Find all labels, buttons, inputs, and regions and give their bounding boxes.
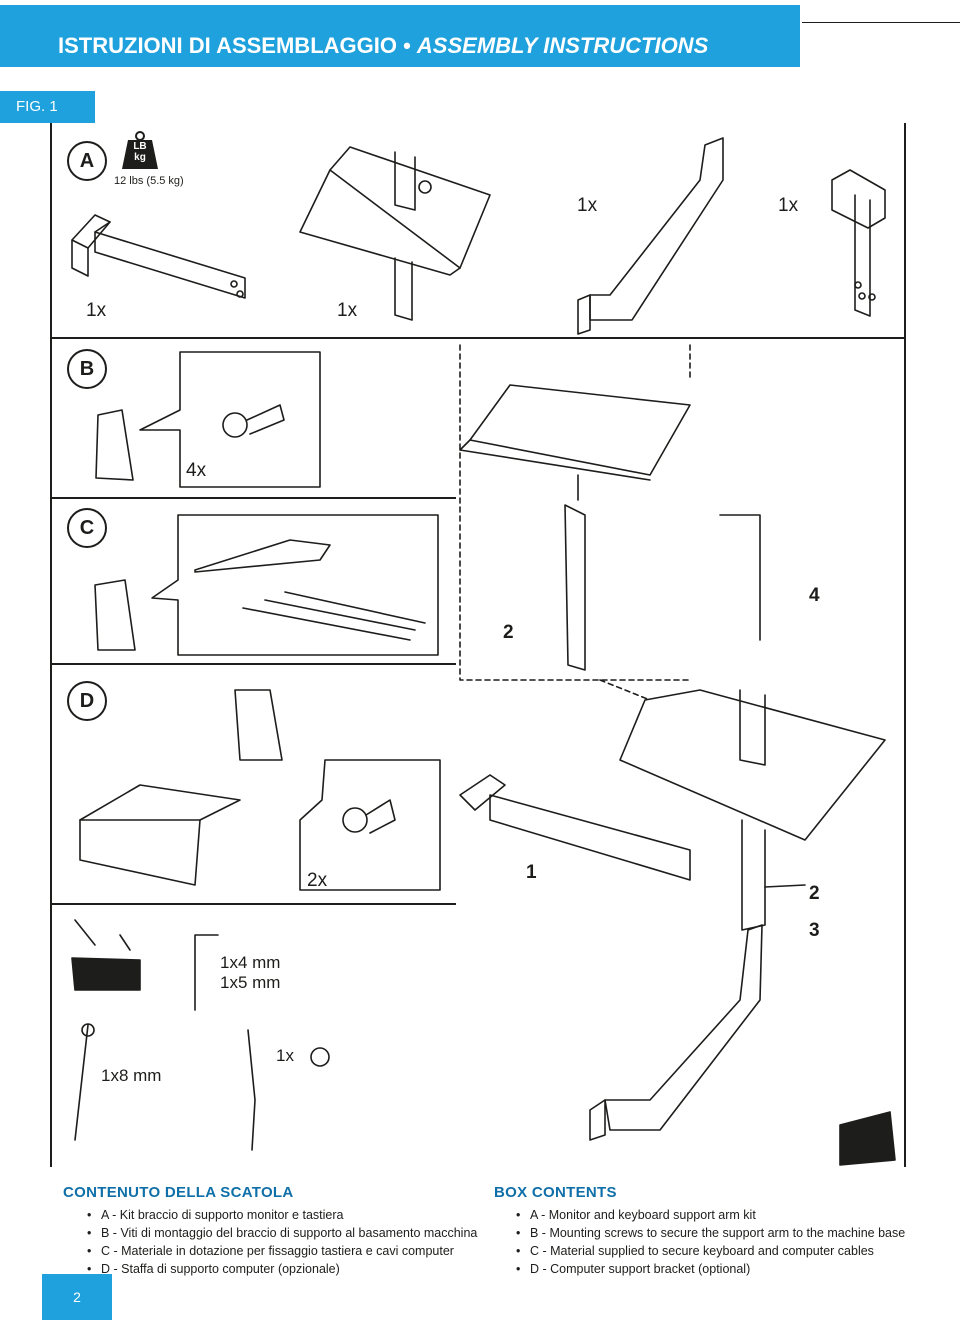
qty-b-screws: 4x xyxy=(186,460,207,481)
qty-a-post: 1x xyxy=(778,195,799,216)
long-arm-drawing xyxy=(577,137,724,335)
contents-it-item: C - Materiale in dotazione per fissaggio… xyxy=(85,1242,477,1260)
header-rule xyxy=(802,22,960,23)
contents-en-item: A - Monitor and keyboard support arm kit xyxy=(514,1206,905,1224)
section-b-label: B xyxy=(67,349,107,389)
section-a-label: A xyxy=(67,141,107,181)
page-number: 2 xyxy=(42,1274,112,1320)
contents-it-item: D - Staffa di supporto computer (opziona… xyxy=(85,1260,477,1278)
toolbox-drawing xyxy=(71,919,141,991)
title-separator: • xyxy=(396,33,417,58)
shelf-drawing xyxy=(299,146,491,321)
tool-screwdriver-qty: 1x xyxy=(276,1046,294,1065)
section-d-label: D xyxy=(67,681,107,721)
wrench-drawing xyxy=(74,1023,95,1141)
screwdriver-drawing xyxy=(247,1029,330,1151)
contents-en-list: A - Monitor and keyboard support arm kit… xyxy=(514,1206,905,1278)
divider-a-b xyxy=(50,337,906,339)
title-italian: ISTRUZIONI DI ASSEMBLAGGIO xyxy=(58,33,397,58)
figure-label: FIG. 1 xyxy=(0,91,95,123)
right-border xyxy=(904,123,906,1167)
title-english: ASSEMBLY INSTRUCTIONS xyxy=(416,33,709,58)
post-drawing xyxy=(831,169,886,317)
contents-en-item: C - Material supplied to secure keyboard… xyxy=(514,1242,905,1260)
weight-badge-text: LB kg xyxy=(133,141,147,163)
divider-b-c xyxy=(50,497,456,499)
cable-ties-drawing xyxy=(94,514,439,656)
divider-c-d xyxy=(50,663,456,665)
page-title: ISTRUZIONI DI ASSEMBLAGGIO • ASSEMBLY IN… xyxy=(58,33,708,59)
final-assembly-drawing xyxy=(459,689,886,1141)
step-number-2: 2 xyxy=(503,622,514,643)
contents-it-list: A - Kit braccio di supporto monitor e ta… xyxy=(85,1206,477,1278)
allen-key-drawing xyxy=(194,934,219,1011)
step-number-3: 3 xyxy=(809,920,820,941)
step-number-1: 1 xyxy=(526,862,537,883)
divider-d-tools xyxy=(50,903,456,905)
step-number-2b: 2 xyxy=(809,883,820,904)
contents-en-item: D - Computer support bracket (optional) xyxy=(514,1260,905,1278)
header-bar: ISTRUZIONI DI ASSEMBLAGGIO • ASSEMBLY IN… xyxy=(0,5,800,67)
contents-en-item: B - Mounting screws to secure the suppor… xyxy=(514,1224,905,1242)
bracket-arm-drawing xyxy=(71,214,246,299)
step-number-4: 4 xyxy=(809,585,820,606)
tool-wrench-8mm: 1x8 mm xyxy=(101,1066,162,1085)
contents-it-item: A - Kit braccio di supporto monitor e ta… xyxy=(85,1206,477,1224)
qty-a-bracket: 1x xyxy=(86,300,107,321)
contents-it-item: B - Viti di montaggio del braccio di sup… xyxy=(85,1224,477,1242)
tool-allen-5mm: 1x5 mm xyxy=(220,973,281,992)
box-icon-drawing xyxy=(839,1111,896,1166)
left-divider xyxy=(50,123,52,1167)
qty-a-arm: 1x xyxy=(577,195,598,216)
tool-allen-4mm: 1x4 mm xyxy=(220,953,281,972)
contents-en-title: BOX CONTENTS xyxy=(494,1184,617,1201)
section-c-label: C xyxy=(67,508,107,548)
screw-bag-drawing xyxy=(95,351,321,488)
pc-bracket-drawing xyxy=(79,689,441,891)
exploded-shelf-drawing xyxy=(459,384,761,671)
qty-d-screws: 2x xyxy=(307,870,328,891)
weight-icon: LB kg xyxy=(120,131,160,171)
contents-it-title: CONTENUTO DELLA SCATOLA xyxy=(63,1184,294,1201)
qty-a-shelf: 1x xyxy=(337,300,358,321)
exploded-assembly-drawing xyxy=(459,344,691,701)
weight-value: 12 lbs (5.5 kg) xyxy=(114,175,184,187)
